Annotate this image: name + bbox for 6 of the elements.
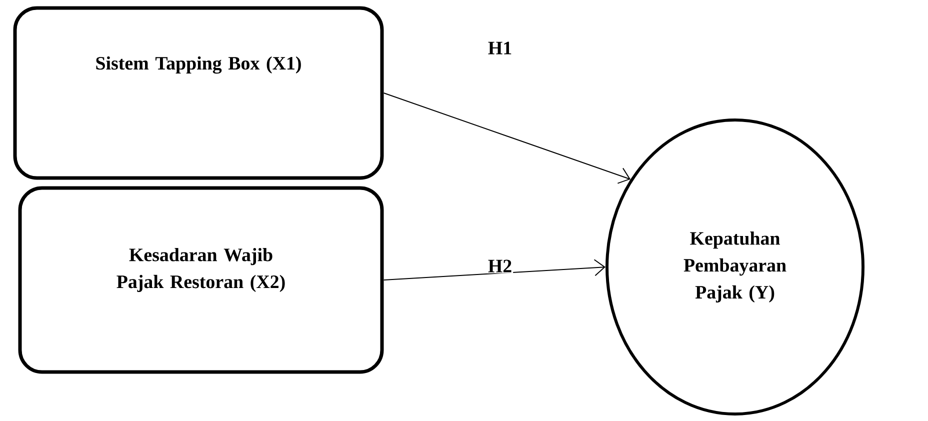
arrow [383,92,631,184]
rounded-box: Kesadaran Wajib Pajak Restoran (X2) [18,186,384,374]
edge-label: H1 [486,40,514,56]
rounded-box: Sistem Tapping Box (X1) [13,6,384,180]
arrow [383,259,606,280]
edge-label: H2 [486,258,514,274]
